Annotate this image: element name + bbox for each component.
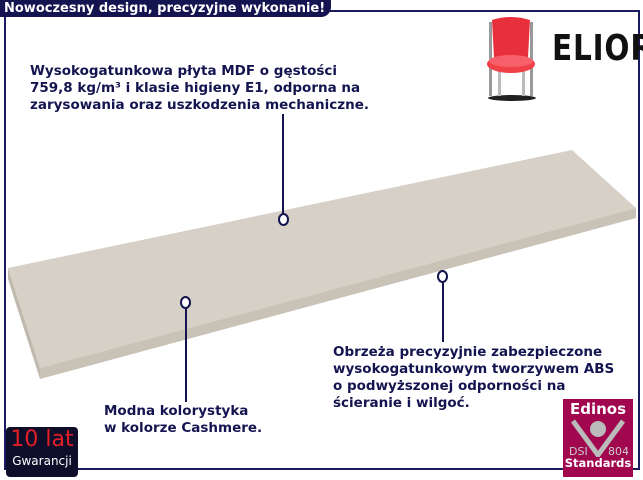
marker-dot [180, 296, 191, 309]
callout-line: zarysowania oraz uszkodzenia mechaniczne… [30, 97, 370, 113]
warranty-years: 10 lat [10, 427, 74, 452]
callout-line: w kolorze Cashmere. [104, 420, 263, 436]
marker-dot [437, 270, 448, 283]
warranty-badge: 10 lat Gwarancji [6, 427, 78, 477]
brand-name: ELIOR [552, 28, 643, 69]
brand-logo-chair-icon [487, 17, 536, 101]
callout-line: o podwyższonej odporności na [333, 378, 566, 394]
marker-dot [278, 213, 289, 226]
callout-edges: Obrzeża precyzyjnie zabezpieczone wysoko… [333, 344, 614, 412]
edinos-standards-badge: Edinos DSI 804 Standards [563, 399, 633, 477]
badge-standards: Standards [564, 456, 632, 470]
leader-line [282, 114, 284, 214]
leader-line [185, 306, 187, 402]
badge-number: 804 [608, 445, 629, 458]
badge-title: Edinos [569, 400, 627, 418]
callout-line: Modna kolorystyka [104, 403, 249, 419]
callout-line: 759,8 kg/m³ i klasie higieny E1, odporna… [30, 80, 361, 96]
badge-dsi: DSI [569, 445, 588, 458]
warranty-label: Gwarancji [12, 454, 72, 468]
callout-line: Wysokogatunkowa płyta MDF o gęstości [30, 63, 338, 79]
callout-color: Modna kolorystyka w kolorze Cashmere. [104, 403, 262, 437]
callout-line: ścieranie i wilgoć. [333, 395, 470, 411]
callout-line: Obrzeża precyzyjnie zabezpieczone [333, 344, 603, 360]
callout-line: wysokogatunkowym tworzywem ABS [333, 361, 615, 377]
badge-emblem-icon [570, 419, 626, 457]
headline-banner: Nowoczesny design, precyzyjne wykonanie! [0, 0, 332, 17]
leader-line [442, 280, 444, 342]
callout-mdf: Wysokogatunkowa płyta MDF o gęstości 759… [30, 63, 369, 114]
